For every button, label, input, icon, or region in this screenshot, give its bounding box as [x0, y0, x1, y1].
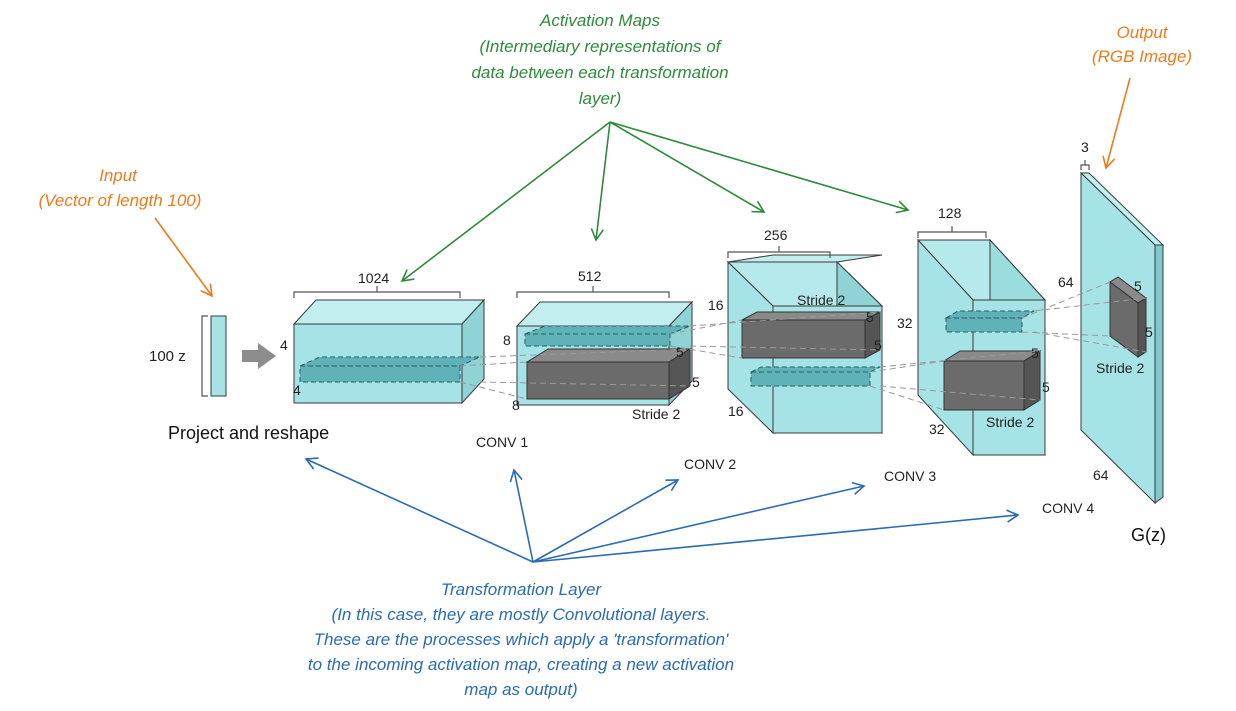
brace-256	[727, 246, 831, 258]
input-arrow	[154, 217, 213, 298]
transformation-layer-line4: map as output)	[464, 680, 577, 699]
activation-maps-line3: layer)	[579, 89, 622, 108]
height-label-16: 16	[708, 297, 724, 313]
stride-label-2: Stride 2	[797, 292, 845, 308]
output-label: G(z)	[1131, 525, 1166, 545]
activation-block-128: 128 32 32 5 5 Stride 2	[897, 205, 1050, 457]
width-label-16: 16	[728, 403, 744, 419]
depth-label-1024: 1024	[358, 270, 389, 286]
depth-label-256: 256	[764, 227, 788, 243]
input-label: 100 z	[149, 348, 186, 365]
depth-label-3: 3	[1081, 139, 1089, 155]
kernel-label-256-b: 5	[874, 337, 882, 353]
activation-maps-line1: (Intermediary representations of	[480, 37, 723, 56]
conv1-label: CONV 1	[476, 434, 528, 450]
activation-block-512: 512 8 8 5 5 Stride 2	[503, 268, 700, 422]
stride-label-1: Stride 2	[632, 406, 680, 422]
input-vector: 100 z	[149, 315, 227, 397]
transformation-layer-line2: These are the processes which apply a 't…	[314, 630, 729, 649]
conv3-label: CONV 3	[884, 468, 936, 484]
depth-label-128: 128	[938, 205, 962, 221]
activation-maps-annotation: Activation Maps (Intermediary representa…	[471, 11, 728, 108]
output-image-block: 3 64 64 5 5 Stride 2 G(z)	[1058, 139, 1166, 545]
project-arrow	[242, 343, 276, 369]
input-vector-bar	[210, 315, 227, 397]
activation-maps-line2: data between each transformation	[471, 63, 728, 82]
input-brace	[201, 315, 208, 397]
project-reshape-label: Project and reshape	[168, 423, 329, 443]
conv2-label: CONV 2	[684, 456, 736, 472]
transformation-layer-arrows	[304, 457, 1020, 563]
activation-block-1024: 1024 4 4	[280, 270, 486, 405]
stride-label-4: Stride 2	[1096, 360, 1144, 376]
output-arrow	[1102, 77, 1131, 170]
kernel-label-512-b: 5	[692, 374, 700, 390]
kernel-label-256-a: 5	[866, 309, 874, 325]
height-label-64: 64	[1058, 274, 1074, 290]
transformation-layer-line1: (In this case, they are mostly Convoluti…	[332, 605, 711, 624]
width-label-4: 4	[293, 382, 301, 398]
transformation-layer-title: Transformation Layer	[441, 580, 603, 599]
projection-lines	[459, 281, 1147, 411]
output-annotation-title: Output	[1116, 23, 1168, 42]
activation-maps-title: Activation Maps	[539, 11, 660, 30]
height-label-32: 32	[897, 315, 913, 331]
input-annotation: Input (Vector of length 100)	[39, 166, 202, 210]
conv4-label: CONV 4	[1042, 500, 1094, 516]
kernel-label-3-a: 5	[1134, 278, 1142, 294]
brace-128	[917, 226, 987, 238]
transformation-layer-line3: to the incoming activation map, creating…	[308, 655, 734, 674]
width-label-32: 32	[929, 421, 945, 437]
activation-maps-arrows	[400, 121, 910, 283]
kernel-label-128-b: 5	[1042, 379, 1050, 395]
kernel-label-512-a: 5	[676, 344, 684, 360]
brace-512	[516, 286, 670, 298]
depth-label-512: 512	[578, 268, 602, 284]
activation-block-256: 256 16 16 5 5 Stride 2	[708, 227, 884, 435]
width-label-8: 8	[512, 397, 520, 413]
brace-3	[1080, 160, 1090, 170]
brace-1024	[293, 286, 461, 298]
output-annotation: Output (RGB Image)	[1092, 23, 1192, 66]
transformation-layer-annotation: Transformation Layer (In this case, they…	[308, 580, 734, 699]
input-annotation-subtitle: (Vector of length 100)	[39, 191, 202, 210]
height-label-4: 4	[280, 337, 288, 353]
height-label-8: 8	[503, 332, 511, 348]
output-annotation-subtitle: (RGB Image)	[1092, 47, 1192, 66]
width-label-64: 64	[1093, 467, 1109, 483]
kernel-label-3-b: 5	[1145, 324, 1153, 340]
input-annotation-title: Input	[99, 166, 138, 185]
stride-label-3: Stride 2	[986, 414, 1034, 430]
kernel-label-128-a: 5	[1031, 345, 1039, 361]
